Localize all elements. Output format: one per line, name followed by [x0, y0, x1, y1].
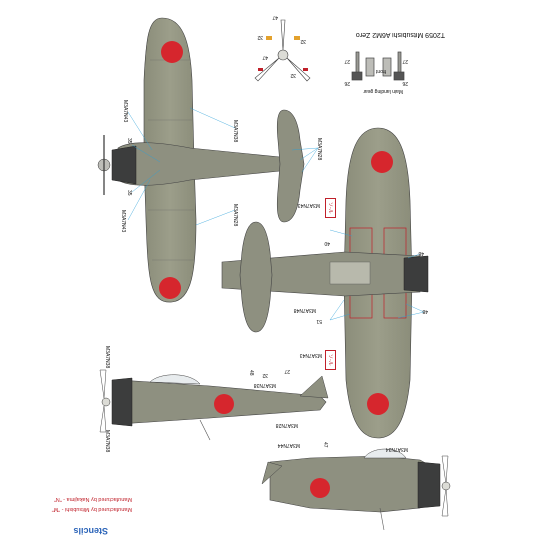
side2-ref-1: M3A7N44 [277, 442, 300, 448]
side1-num-1: 48 [248, 370, 254, 376]
top-num-2: 35 [126, 190, 132, 196]
top-ref-5: M3A7N28 [316, 138, 322, 161]
side1-num-3: 32 [262, 372, 268, 378]
top-num-1: 35 [126, 138, 132, 144]
prop-num-1: 47 [272, 14, 278, 20]
side-view-2-prop [441, 455, 449, 517]
bottom-view-cowling [403, 255, 429, 293]
side-view-2-fin [261, 461, 283, 485]
side1-ref-3: M3A7N38 [104, 430, 110, 453]
top-ref-3: M3A7N38 [232, 120, 238, 143]
stencil-2: ソ-ル [325, 350, 336, 370]
bottom-num-4: 48 [422, 308, 428, 314]
hinomaru-top-upper [161, 41, 183, 63]
side2-ref-2: M3A7N34 [385, 446, 408, 452]
manufacturer-line-1: Manufactured by Mitsubishi - "M" [51, 506, 132, 512]
bottom-num-1: 40 [324, 240, 330, 246]
side-view-1-fin [299, 375, 329, 399]
hinomaru-top-lower [159, 277, 181, 299]
top-view-cowling [111, 145, 137, 185]
bottom-num-3: 51 [316, 318, 322, 324]
brand-logo: Stencils [73, 526, 108, 536]
propeller-detail [254, 19, 311, 82]
top-ref-4: M3A7N28 [232, 204, 238, 227]
side-view-right-aircraft [261, 448, 451, 531]
stencil-1: ソ-ル [325, 198, 336, 218]
side1-ref-1: M3A7N38 [104, 346, 110, 369]
prop-num-4: 47 [262, 54, 268, 60]
side-view-2-cowling [417, 461, 441, 509]
bottom-ref-1: M3A7N43 [297, 202, 320, 208]
bottom-ref-2: M3A7N48 [293, 307, 316, 313]
top-view-tailplane [276, 109, 305, 223]
bottom-num-2: 48 [418, 250, 424, 256]
top-ref-2: M3A7N43 [120, 210, 126, 233]
side1-ref-4: M3A7N28 [275, 422, 298, 428]
bottom-ref-3: M3A7N43 [299, 352, 322, 358]
side2-num-1: 47 [322, 442, 328, 448]
landing-gear-detail [351, 51, 405, 81]
top-view-fuselage [117, 142, 291, 186]
prop-num-3: 32 [300, 38, 306, 44]
side-view-1-cowling [111, 377, 133, 427]
side1-num-2: 27 [284, 368, 290, 374]
landing-gear-caption: Main landing gear [363, 88, 403, 94]
prop-num-5: 32 [290, 72, 296, 78]
side-view-2-canopy [363, 448, 407, 459]
hinomaru-side-2 [310, 478, 330, 498]
kit-title: T2059 Mitsubishi A6M2 Zero [355, 31, 445, 38]
top-view-aircraft [97, 17, 319, 303]
hinomaru-bottom-upper [371, 151, 393, 173]
side-view-1-canopy [149, 374, 201, 385]
manufacturer-line-2: Manufactured by Nakajima - "N" [53, 496, 132, 502]
hinomaru-bottom-lower [367, 393, 389, 415]
hinomaru-side-1 [214, 394, 234, 414]
bottom-view-aircraft [221, 127, 429, 439]
side-view-2-fuselage [269, 455, 439, 513]
gear-num-3: 27 [402, 58, 408, 64]
prop-num-2: 32 [257, 34, 263, 40]
side1-ref-2: M3A7N38 [253, 382, 276, 388]
side-view-left-aircraft [99, 369, 329, 441]
gear-num-2: 26 [344, 80, 350, 86]
gear-num-4: 26 [402, 80, 408, 86]
gear-num-1: 27 [344, 58, 350, 64]
bottom-view-tailplane [239, 221, 273, 333]
top-ref-1: M3A7N43 [122, 100, 128, 123]
gear-front-label: front [375, 68, 386, 74]
side-view-1-prop [99, 369, 107, 433]
